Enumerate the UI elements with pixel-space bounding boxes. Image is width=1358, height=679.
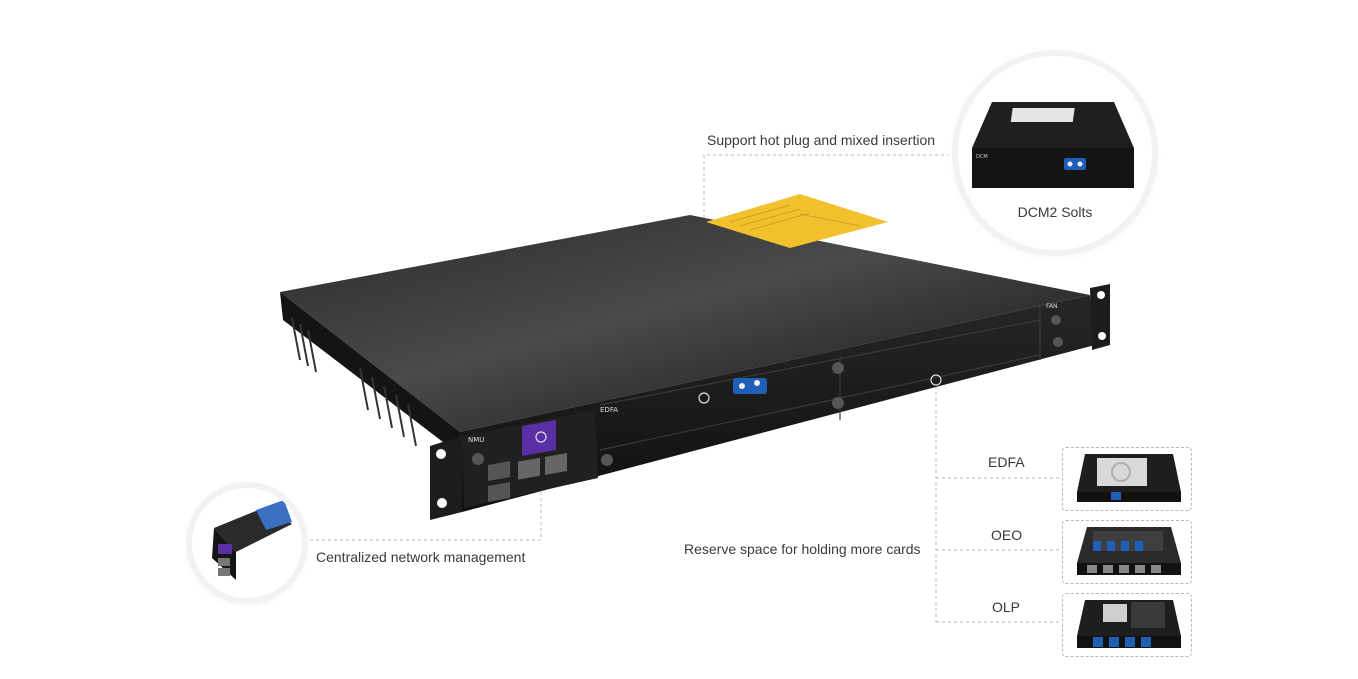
nmu-module-image [212,500,292,580]
network-mgmt-callout: Centralized network management [316,549,526,565]
dcm-front-label: DCM [976,154,988,160]
oeo-card-image [1077,527,1181,575]
card-label-edfa: EDFA [988,454,1025,470]
edfa-card [1062,447,1192,511]
nmu-module-circle [192,488,302,598]
chassis-top [280,215,1090,432]
lc-connector [733,378,767,394]
edfa-front-label: EDFA [600,406,618,414]
reserve-callout: Reserve space for holding more cards [684,541,921,557]
nmu-panel [462,410,598,508]
edfa-card-image [1077,454,1181,502]
chassis-left-side [280,292,460,455]
olp-card-image [1077,600,1181,648]
dcm-module-circle: DCM DCM2 Solts [958,56,1152,250]
warning-label [706,194,888,248]
olp-card [1062,593,1192,657]
rack-ear-left [430,436,462,520]
nmu-label: NMU [468,436,484,444]
dcm-callout: DCM2 Solts [1017,204,1093,220]
dcm-module-image: DCM [972,102,1134,188]
fan-label: FAN [1046,303,1058,310]
hot-plug-callout: Support hot plug and mixed insertion [707,132,936,148]
card-label-oeo: OEO [991,527,1023,543]
chassis-front [460,295,1095,512]
oeo-card [1062,520,1192,584]
lcd-screen [522,419,556,456]
card-label-olp: OLP [992,599,1021,615]
